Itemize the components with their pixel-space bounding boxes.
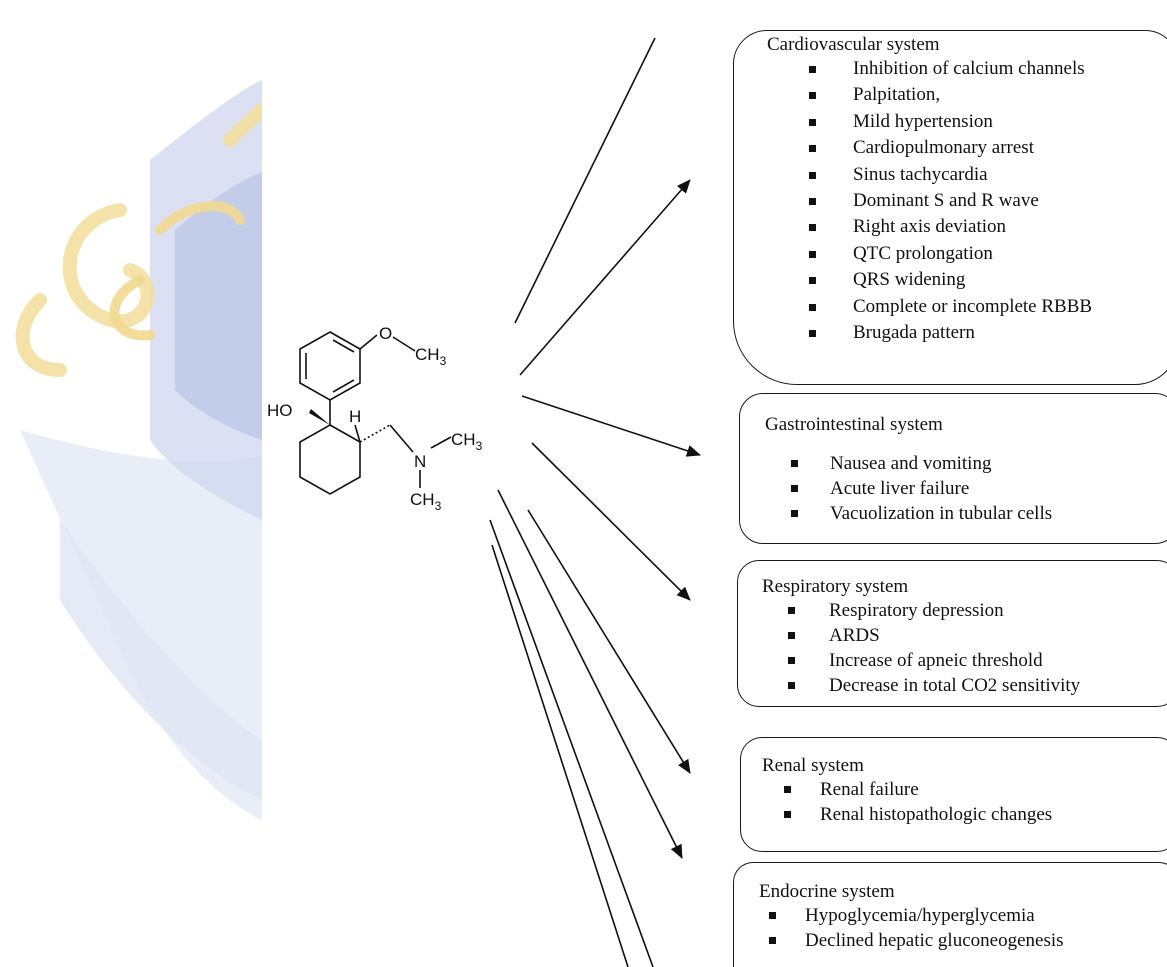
arrow-to-endocrine [497, 489, 683, 859]
bullet-icon [809, 303, 816, 311]
molecule-bonds [299, 331, 452, 495]
gastrointestinal-list: Nausea and vomiting Acute liver failure … [765, 451, 1167, 526]
list-item: Renal failure [762, 777, 1167, 802]
list-item: Renal histopathologic changes [762, 802, 1167, 827]
list-item: Sinus tachycardia [767, 162, 1167, 188]
bullet-icon [809, 171, 816, 179]
line-to-bottom-1 [489, 519, 654, 967]
bullet-icon [784, 811, 791, 818]
bullet-icon [788, 657, 795, 664]
arrow-to-gastrointestinal [521, 395, 701, 457]
gastrointestinal-system-box: Gastrointestinal system Nausea and vomit… [739, 393, 1167, 544]
list-item: Dominant S and R wave [767, 188, 1167, 214]
gastrointestinal-title: Gastrointestinal system [765, 414, 943, 435]
respiratory-system-box: Respiratory system Respiratory depressio… [737, 560, 1167, 707]
list-item: Vacuolization in tubular cells [765, 501, 1167, 526]
renal-list: Renal failure Renal histopathologic chan… [762, 777, 1167, 827]
list-item: Acute liver failure [765, 476, 1167, 501]
list-item: Right axis deviation [767, 214, 1167, 240]
bullet-icon [809, 250, 816, 258]
list-item: QTC prolongation [767, 241, 1167, 267]
renal-title: Renal system [762, 755, 864, 776]
bullet-icon [788, 607, 795, 614]
line-to-bottom-2 [491, 544, 629, 967]
list-item: Complete or incomplete RBBB [767, 294, 1167, 320]
bullet-icon [809, 92, 816, 100]
list-item: Respiratory depression [762, 598, 1167, 623]
bullet-icon [809, 118, 816, 126]
bullet-icon [788, 682, 795, 689]
endocrine-list: Hypoglycemia/hyperglycemia Declined hepa… [759, 903, 1167, 953]
line-to-cardiovascular-top [514, 37, 656, 324]
arrow-to-cardiovascular [519, 179, 691, 376]
nitrogen-label: N [414, 452, 426, 471]
respiratory-title: Respiratory system [762, 576, 909, 597]
renal-system-box: Renal system Renal failure Renal histopa… [740, 737, 1167, 852]
bullet-icon [809, 330, 816, 338]
n-methyl-ch3-label-2: CH3 [410, 490, 442, 513]
bullet-icon [791, 510, 798, 517]
methoxy-ch3-label: CH3 [415, 345, 447, 368]
respiratory-list: Respiratory depression ARDS Increase of … [762, 598, 1167, 698]
list-item: Declined hepatic gluconeogenesis [759, 928, 1167, 953]
cardiovascular-title: Cardiovascular system [767, 34, 940, 55]
bullet-icon [769, 912, 776, 919]
arrow-to-respiratory [531, 442, 691, 601]
bullet-icon [791, 460, 798, 467]
endocrine-system-box: Endocrine system Hypoglycemia/hyperglyce… [733, 862, 1167, 967]
list-item: Decrease in total CO2 sensitivity [762, 673, 1167, 698]
bullet-icon [784, 786, 791, 793]
bullet-icon [809, 66, 816, 73]
watermark-scroll-gold [15, 103, 269, 377]
list-item: Mild hypertension [767, 109, 1167, 135]
hydroxyl-label: HO [267, 401, 293, 420]
bullet-icon [769, 937, 776, 944]
oxygen-label: O [379, 324, 392, 343]
bullet-icon [788, 632, 795, 639]
list-item: Nausea and vomiting [765, 451, 1167, 476]
hydrogen-label: H [349, 407, 361, 426]
list-item: Inhibition of calcium channels [767, 56, 1167, 82]
n-methyl-ch3-label: CH3 [451, 430, 483, 453]
list-item: Brugada pattern [767, 320, 1167, 346]
cardiovascular-system-box: Cardiovascular system Inhibition of calc… [733, 30, 1167, 385]
bullet-icon [809, 277, 816, 285]
list-item: Increase of apneic threshold [762, 648, 1167, 673]
endocrine-title: Endocrine system [759, 881, 895, 902]
list-item: Hypoglycemia/hyperglycemia [759, 903, 1167, 928]
list-item: QRS widening [767, 267, 1167, 293]
bullet-icon [809, 198, 816, 206]
arrow-to-renal [527, 509, 691, 774]
list-item: Cardiopulmonary arrest [767, 135, 1167, 161]
list-item: ARDS [762, 623, 1167, 648]
cardiovascular-list: Inhibition of calcium channels Palpitati… [767, 56, 1167, 346]
ho-wedge-bond [309, 409, 330, 425]
bullet-icon [809, 224, 816, 232]
watermark-ribbon-tail [60, 520, 262, 800]
tramadol-structure: O CH3 HO H N CH3 CH3 [267, 324, 483, 513]
bullet-icon [791, 485, 798, 492]
bullet-icon [809, 145, 816, 153]
watermark-scroll-gold-2 [109, 201, 245, 341]
list-item: Palpitation, [767, 82, 1167, 108]
watermark-shield-inner [175, 172, 262, 440]
